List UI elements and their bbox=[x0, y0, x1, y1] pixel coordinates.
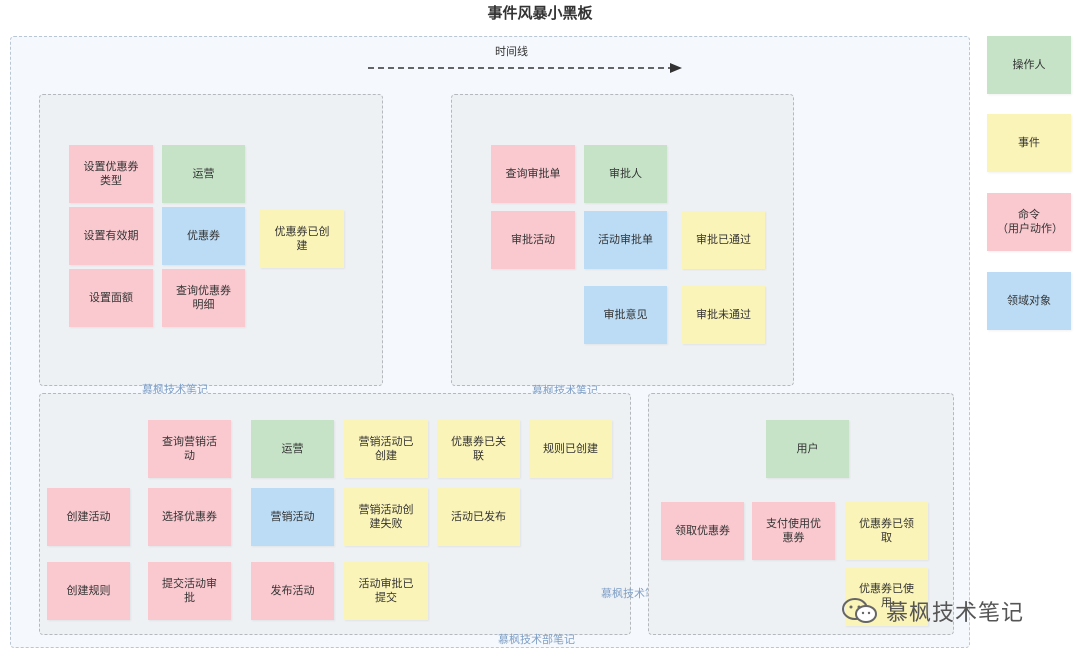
legend-event: 事件 bbox=[987, 114, 1071, 172]
watermark-text: 慕枫技术笔记 bbox=[142, 383, 208, 396]
brand-text: 慕枫技术笔记 bbox=[886, 601, 1025, 626]
event-coupon-claimed[interactable]: 优惠券已领取 bbox=[845, 502, 928, 560]
event-activity-create-failed[interactable]: 营销活动创建失败 bbox=[344, 488, 428, 546]
legend-domain-object: 领域对象 bbox=[987, 272, 1071, 330]
wechat-icon bbox=[842, 598, 877, 623]
command-set-coupon-type[interactable]: 设置优惠券类型 bbox=[69, 145, 153, 203]
watermark-text-bottom: 慕枫技术部笔记 bbox=[498, 633, 575, 646]
command-query-approval[interactable]: 查询审批单 bbox=[491, 145, 575, 203]
domain-object-approval-opinion[interactable]: 审批意见 bbox=[584, 286, 667, 344]
command-select-coupon[interactable]: 选择优惠券 bbox=[148, 488, 231, 546]
legend-command-sublabel: （用户动作） bbox=[997, 222, 1063, 235]
command-submit-approval[interactable]: 提交活动审批 bbox=[148, 562, 231, 620]
event-coupon-created[interactable]: 优惠券已创建 bbox=[260, 210, 344, 268]
command-set-amount[interactable]: 设置面额 bbox=[69, 269, 153, 327]
timeline-label: 时间线 bbox=[495, 45, 528, 58]
legend-actor: 操作人 bbox=[987, 36, 1071, 94]
actor-approver[interactable]: 审批人 bbox=[584, 145, 667, 203]
command-set-validity[interactable]: 设置有效期 bbox=[69, 207, 153, 265]
command-approve-activity[interactable]: 审批活动 bbox=[491, 211, 575, 269]
timeline-arrow-icon bbox=[368, 63, 682, 73]
command-pay-with-coupon[interactable]: 支付使用优惠券 bbox=[752, 502, 835, 560]
command-create-activity[interactable]: 创建活动 bbox=[47, 488, 130, 546]
event-activity-created[interactable]: 营销活动已创建 bbox=[344, 420, 428, 478]
domain-object-activity-approval-form[interactable]: 活动审批单 bbox=[584, 211, 667, 269]
legend-command: 命令 （用户动作） bbox=[987, 193, 1071, 251]
actor-operations[interactable]: 运营 bbox=[162, 145, 245, 203]
command-create-rule[interactable]: 创建规则 bbox=[47, 562, 130, 620]
event-approval-passed[interactable]: 审批已通过 bbox=[682, 211, 765, 269]
domain-object-coupon[interactable]: 优惠券 bbox=[162, 207, 245, 265]
event-approval-submitted[interactable]: 活动审批已提交 bbox=[344, 562, 428, 620]
actor-user[interactable]: 用户 bbox=[766, 420, 849, 478]
command-query-coupon-detail[interactable]: 查询优惠券明细 bbox=[162, 269, 245, 327]
command-publish-activity[interactable]: 发布活动 bbox=[251, 562, 334, 620]
legend-command-label: 命令 bbox=[1018, 208, 1040, 221]
event-activity-published[interactable]: 活动已发布 bbox=[437, 488, 520, 546]
page-title: 事件风暴小黑板 bbox=[487, 4, 593, 22]
event-rule-created[interactable]: 规则已创建 bbox=[529, 420, 612, 478]
event-approval-rejected[interactable]: 审批未通过 bbox=[682, 286, 765, 344]
event-coupon-linked[interactable]: 优惠券已关联 bbox=[437, 420, 520, 478]
brand-watermark: 慕枫技术笔记 bbox=[840, 595, 1024, 627]
command-query-activity[interactable]: 查询营销活动 bbox=[148, 420, 231, 478]
command-claim-coupon[interactable]: 领取优惠券 bbox=[661, 502, 744, 560]
domain-object-marketing-activity[interactable]: 营销活动 bbox=[251, 488, 334, 546]
actor-operations-activity[interactable]: 运营 bbox=[251, 420, 334, 478]
